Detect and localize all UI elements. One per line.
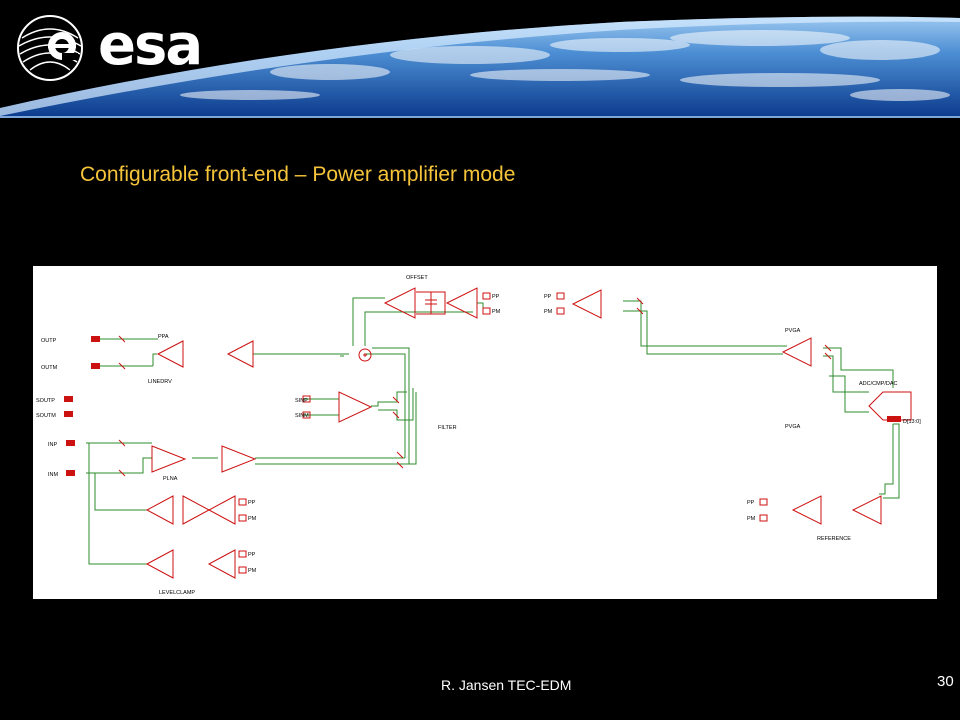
- offset-amp-icon: [383, 287, 416, 319]
- summing-node-icon: [358, 348, 372, 362]
- label-plna: PLNA: [163, 476, 178, 482]
- label-pp: PP: [492, 294, 500, 300]
- label-pvga-top: PVGA: [785, 328, 801, 334]
- wires: [86, 297, 900, 565]
- label-pp: PP: [248, 552, 256, 558]
- footer-author: R. Jansen TEC-EDM: [441, 677, 572, 693]
- diagram-canvas: OUTP OUTM SOUTP SOUTM INP INM PPA LINEDR…: [36, 275, 921, 596]
- label-pm: PM: [747, 516, 756, 522]
- label-adc: ADC/CMP/DAC: [859, 381, 898, 387]
- linedrv-amp-icon: [226, 340, 254, 368]
- header-banner: esa: [0, 0, 960, 119]
- sin-amp-icon: [338, 391, 373, 423]
- label-soutp: SOUTP: [36, 398, 55, 404]
- label-pm: PM: [248, 568, 257, 574]
- plna-amp-icon: [151, 445, 187, 473]
- page-number: 30: [937, 673, 954, 690]
- slide-title: Configurable front-end – Power amplifier…: [80, 163, 516, 186]
- label-pm: PM: [492, 309, 501, 315]
- offset-amp-icon: [445, 287, 478, 319]
- label-inm: INM: [48, 472, 59, 478]
- label-outm: OUTM: [41, 365, 58, 371]
- components: [118, 287, 912, 579]
- label-inp: INP: [48, 442, 58, 448]
- label-pp: PP: [747, 500, 755, 506]
- label-pm: PM: [544, 309, 553, 315]
- label-levelclamp: LEVELCLAMP: [159, 590, 195, 596]
- esa-wordmark: esa: [98, 13, 203, 78]
- label-pp: PP: [544, 294, 552, 300]
- diagram-labels: OUTP OUTM SOUTP SOUTM INP INM PPA LINEDR…: [36, 275, 921, 596]
- port-markers: [64, 336, 901, 476]
- label-filter: FILTER: [438, 425, 457, 431]
- label-offset: OFFSET: [406, 275, 428, 281]
- esa-logo-icon: [17, 15, 83, 81]
- label-pm: PM: [248, 516, 257, 522]
- ppa-amp-icon: [156, 340, 184, 368]
- label-sinp: SINP: [295, 398, 308, 404]
- label-adc-bus: D[13:0]: [903, 419, 921, 425]
- circuit-diagram: OUTP OUTM SOUTP SOUTM INP INM PPA LINEDR…: [33, 266, 937, 599]
- label-reference: REFERENCE: [817, 536, 851, 542]
- plna-amp-icon: [221, 445, 257, 473]
- label-ppa: PPA: [158, 334, 169, 340]
- pvga-amp-icon: [781, 337, 812, 367]
- label-pvga-bottom: PVGA: [785, 424, 801, 430]
- label-outp: OUTP: [41, 338, 57, 344]
- label-linedrv: LINEDRV: [148, 379, 172, 385]
- label-sinm: SINM: [295, 413, 309, 419]
- label-pp: PP: [248, 500, 256, 506]
- earth-horizon-image: [0, 0, 960, 119]
- label-soutm: SOUTM: [36, 413, 56, 419]
- adc-block-icon: [868, 391, 912, 421]
